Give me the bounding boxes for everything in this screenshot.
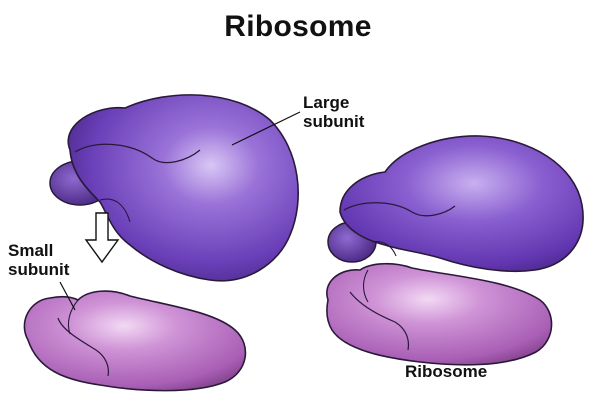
small-subunit-label: Small subunit — [8, 241, 69, 279]
large-subunit-label-line2: subunit — [303, 112, 365, 131]
large-subunit-shape — [49, 94, 299, 282]
small-subunit-leader — [59, 281, 76, 311]
large-subunit-label: Large subunit — [303, 93, 364, 131]
ribosome-label: Ribosome — [405, 362, 488, 381]
small-subunit-label-line2: subunit — [8, 260, 70, 279]
small-subunit-label-line1: Small — [8, 241, 54, 260]
diagram-title: Ribosome — [224, 10, 372, 43]
small-subunit-shape — [23, 290, 247, 392]
large-subunit-leader — [231, 111, 301, 146]
down-arrow-icon — [84, 212, 120, 264]
assembled-ribosome-shape — [326, 135, 584, 366]
large-subunit-label-line1: Large — [303, 93, 350, 112]
